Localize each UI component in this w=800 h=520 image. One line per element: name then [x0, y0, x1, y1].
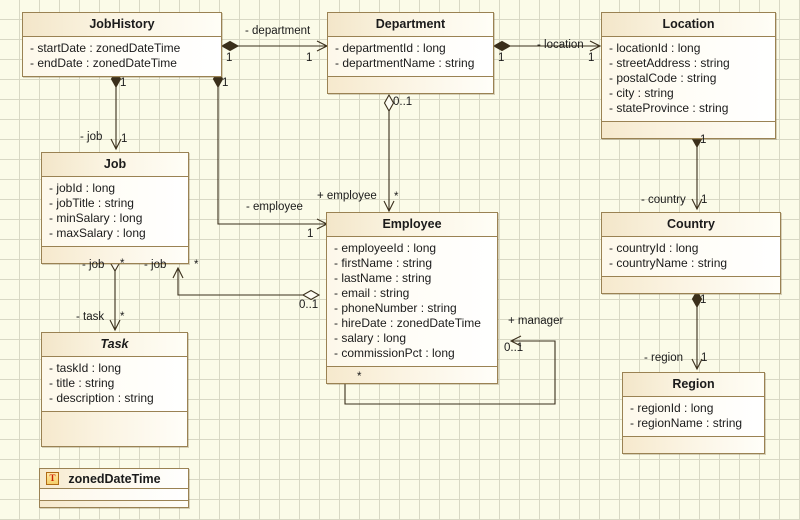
class-attributes-task: - taskId : long - title : string - descr…	[42, 357, 187, 412]
edge-label-employee-from-jobhistory: - employee	[246, 201, 303, 213]
attribute-row: - regionName : string	[630, 416, 743, 430]
class-operations-location	[602, 122, 775, 138]
edge-label-country: - country	[641, 194, 686, 206]
attribute-row: - postalCode : string	[609, 71, 717, 85]
class-box-job[interactable]: Job - jobId : long - jobTitle : string -…	[41, 152, 189, 264]
class-operations-task	[42, 412, 187, 446]
multiplicity-location-country-source: 1	[700, 134, 707, 146]
class-box-country[interactable]: Country - countryId : long - countryName…	[601, 212, 781, 294]
attribute-row: - commissionPct : long	[334, 346, 455, 360]
datatype-title: zonedDateTime	[68, 471, 161, 486]
class-title-employee: Employee	[327, 213, 497, 237]
attribute-row: - stateProvince : string	[609, 101, 729, 115]
attribute-row: - countryName : string	[609, 256, 728, 270]
class-attributes-country: - countryId : long - countryName : strin…	[602, 237, 780, 277]
multiplicity-country-region-source: 1	[700, 294, 707, 306]
attribute-row: - taskId : long	[49, 361, 122, 375]
multiplicity-jobhistory-job-source: 1	[120, 77, 127, 89]
class-operations-region	[623, 437, 764, 453]
edge-label-task: - task	[76, 311, 105, 323]
multiplicity-jobhistory-department-source: 1	[226, 52, 233, 64]
multiplicity-jobhistory-employee-target: 1	[307, 228, 314, 240]
edge-label-job-to-task: - job	[82, 259, 105, 271]
multiplicity-jobhistory-employee-source: 1	[222, 77, 229, 89]
multiplicity-job-task-source: *	[120, 258, 125, 270]
edge-label-region: - region	[644, 352, 683, 364]
class-attributes-employee: - employeeId : long - firstName : string…	[327, 237, 497, 367]
attribute-row: - maxSalary : long	[49, 226, 146, 240]
attribute-row: - hireDate : zonedDateTime	[334, 316, 481, 330]
multiplicity-department-location-target: 1	[588, 52, 595, 64]
attribute-row: - regionId : long	[630, 401, 714, 415]
attribute-row: - firstName : string	[334, 256, 433, 270]
class-title-country: Country	[602, 213, 780, 237]
multiplicity-department-employee-source: 0..1	[393, 96, 413, 108]
class-title-location: Location	[602, 13, 775, 37]
class-box-jobhistory[interactable]: JobHistory - startDate : zonedDateTime -…	[22, 12, 222, 77]
class-box-region[interactable]: Region - regionId : long - regionName : …	[622, 372, 765, 454]
class-operations-employee	[327, 367, 497, 383]
attribute-row: - description : string	[49, 391, 154, 405]
edge-label-employee-from-department: + employee	[317, 190, 377, 202]
attribute-row: - countryId : long	[609, 241, 699, 255]
attribute-row: - departmentId : long	[335, 41, 446, 55]
class-title-jobhistory: JobHistory	[23, 13, 221, 37]
multiplicity-job-task-target: *	[120, 311, 125, 323]
attribute-row: - email : string	[334, 286, 410, 300]
multiplicity-employee-job-source: 0..1	[299, 299, 319, 311]
class-box-employee[interactable]: Employee - employeeId : long - firstName…	[326, 212, 498, 384]
class-box-department[interactable]: Department - departmentId : long - depar…	[327, 12, 494, 94]
multiplicity-department-location-source: 1	[498, 52, 505, 64]
multiplicity-country-region-target: 1	[701, 352, 708, 364]
edge-label-department: - department	[245, 25, 311, 37]
datatype-box-zoneddatetime[interactable]: T zonedDateTime	[39, 468, 189, 508]
class-box-location[interactable]: Location - locationId : long - streetAdd…	[601, 12, 776, 139]
class-title-department: Department	[328, 13, 493, 37]
datatype-footer	[40, 501, 188, 507]
datatype-header: T zonedDateTime	[40, 469, 188, 489]
multiplicity-department-employee-target: *	[394, 191, 399, 203]
class-attributes-job: - jobId : long - jobTitle : string - min…	[42, 177, 188, 247]
attribute-row: - employeeId : long	[334, 241, 437, 255]
multiplicity-jobhistory-department-target: 1	[306, 52, 313, 64]
attribute-row: - jobId : long	[49, 181, 116, 195]
attribute-row: - locationId : long	[609, 41, 701, 55]
attribute-row: - phoneNumber : string	[334, 301, 457, 315]
class-title-region: Region	[623, 373, 764, 397]
edge-label-location: - location	[537, 39, 584, 51]
attribute-row: - salary : long	[334, 331, 407, 345]
class-operations-department	[328, 77, 493, 93]
class-attributes-location: - locationId : long - streetAddress : st…	[602, 37, 775, 122]
class-title-job: Job	[42, 153, 188, 177]
datatype-body	[40, 489, 188, 501]
attribute-row: - startDate : zonedDateTime	[30, 41, 181, 55]
class-box-task[interactable]: Task - taskId : long - title : string - …	[41, 332, 188, 447]
attribute-row: - city : string	[609, 86, 674, 100]
class-operations-country	[602, 277, 780, 293]
edge-label-job-from-jobhistory: - job	[80, 131, 103, 143]
attribute-row: - streetAddress : string	[609, 56, 730, 70]
edge-label-job-from-employee: - job	[144, 259, 167, 271]
attribute-row: - jobTitle : string	[49, 196, 134, 210]
class-operations-job	[42, 247, 188, 263]
class-attributes-region: - regionId : long - regionName : string	[623, 397, 764, 437]
class-title-task: Task	[42, 333, 187, 357]
attribute-row: - departmentName : string	[335, 56, 475, 70]
class-attributes-jobhistory: - startDate : zonedDateTime - endDate : …	[23, 37, 221, 76]
edge-label-manager: + manager	[508, 315, 564, 327]
attribute-row: - title : string	[49, 376, 115, 390]
class-attributes-department: - departmentId : long - departmentName :…	[328, 37, 493, 77]
attribute-row: - endDate : zonedDateTime	[30, 56, 177, 70]
multiplicity-employee-job-target: *	[194, 259, 199, 271]
multiplicity-jobhistory-job-target: 1	[121, 133, 128, 145]
attribute-row: - lastName : string	[334, 271, 432, 285]
datatype-t-icon: T	[46, 472, 59, 485]
multiplicity-location-country-target: 1	[701, 194, 708, 206]
multiplicity-employee-manager-source: *	[357, 371, 362, 383]
multiplicity-employee-manager-target: 0..1	[504, 342, 524, 354]
attribute-row: - minSalary : long	[49, 211, 143, 225]
